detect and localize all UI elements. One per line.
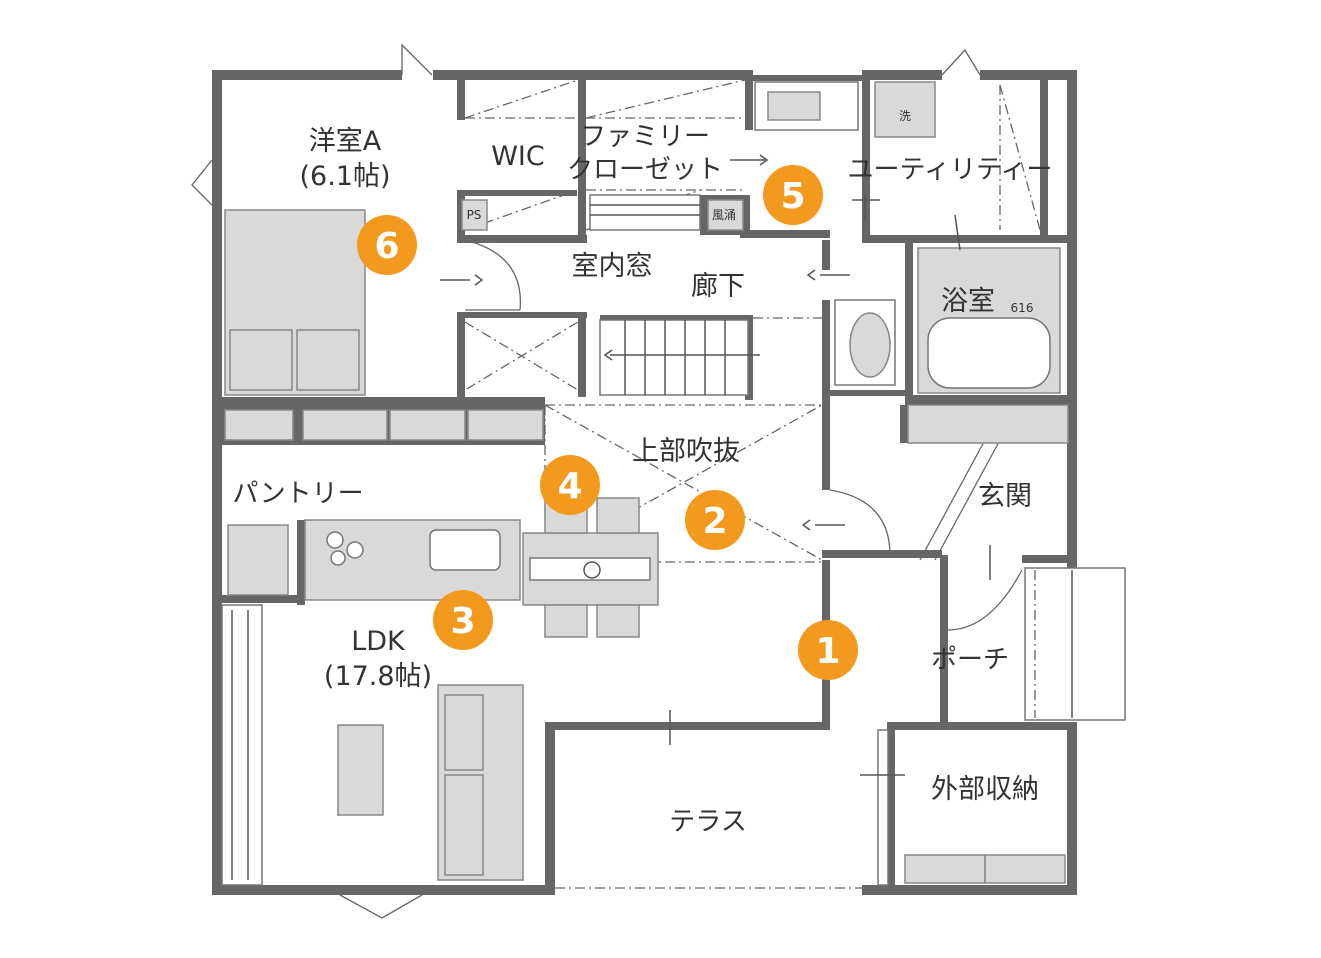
outer-walls: [212, 70, 1077, 895]
label-ldk: LDK: [351, 626, 406, 657]
furniture: [224, 81, 1069, 884]
label-family-closet-2: クローゼット: [567, 155, 723, 185]
marker-5: 5: [763, 165, 823, 225]
label-porch: ポーチ: [931, 645, 1009, 675]
label-outdoor-storage: 外部収納: [931, 774, 1039, 805]
marker-3: 3: [433, 590, 493, 650]
marker-6: 6: [357, 215, 417, 275]
svg-text:5: 5: [780, 176, 805, 217]
svg-text:6: 6: [374, 226, 399, 267]
label-ps: PS: [467, 208, 482, 222]
markers: 1 2 3 4 5 6: [357, 165, 858, 680]
label-terrace: テラス: [669, 807, 746, 837]
label-interior-window: 室内窓: [572, 251, 653, 282]
label-ventilation: 風涌: [712, 208, 736, 222]
svg-text:4: 4: [557, 466, 582, 507]
svg-text:2: 2: [702, 501, 727, 542]
svg-text:1: 1: [815, 631, 840, 672]
svg-text:3: 3: [450, 601, 475, 642]
label-open-ceiling: 上部吹抜: [632, 436, 740, 467]
label-wic: WIC: [491, 141, 545, 172]
label-family-closet-1: ファミリー: [580, 122, 710, 152]
door-arrows: [440, 154, 991, 776]
label-washer: 洗: [899, 109, 911, 123]
label-bathroom: 浴室: [941, 286, 995, 317]
marker-4: 4: [540, 455, 600, 515]
stairs: [589, 194, 760, 396]
label-ldk-size: (17.8帖): [324, 661, 432, 692]
room-labels: 洋室A (6.1帖) WIC ファミリー クローゼット ユーティリティー 浴室 …: [232, 109, 1052, 837]
marker-1: 1: [798, 620, 858, 680]
label-entrance: 玄関: [978, 481, 1032, 512]
label-hallway: 廊下: [691, 271, 745, 302]
label-western-room-a: 洋室A: [309, 126, 382, 157]
label-western-room-a-size: (6.1帖): [299, 161, 390, 192]
label-utility: ユーティリティー: [848, 155, 1053, 185]
label-pantry: パントリー: [232, 479, 363, 509]
doors: [191, 43, 1126, 919]
label-bathroom-size: 616: [1011, 301, 1034, 315]
marker-2: 2: [685, 490, 745, 550]
